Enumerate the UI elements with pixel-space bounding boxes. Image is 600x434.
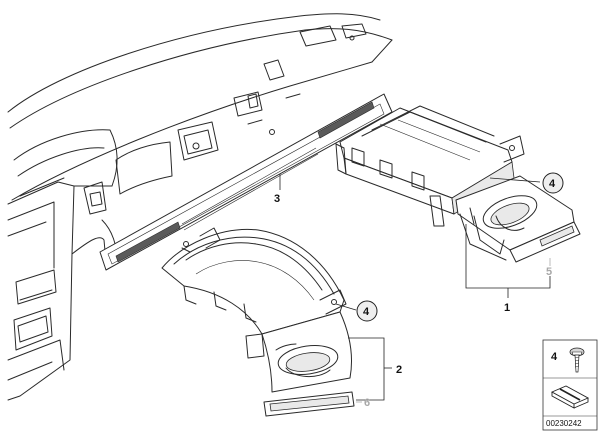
callout-part-3: 3 (274, 193, 280, 205)
callout-leaders (279, 174, 551, 403)
callout-part-4-lower: 4 (356, 300, 378, 322)
doc-number: 00230242 (546, 419, 582, 428)
callout-part-1: 1 (504, 302, 510, 314)
clip-icon (550, 385, 590, 409)
callout-part-6: 6 (364, 397, 370, 409)
callout-part-4-upper: 4 (542, 172, 564, 194)
cup-holder-assembly-part-2 (161, 227, 355, 417)
cup-holder-assembly-part-1 (335, 105, 581, 263)
svg-text:4: 4 (363, 306, 370, 318)
legend-qty: 4 (551, 351, 558, 363)
legend-box: 4 00230242 (542, 339, 598, 431)
callout-part-2: 2 (396, 364, 402, 376)
dashboard-outline (7, 13, 393, 401)
callout-part-5: 5 (546, 266, 552, 278)
svg-text:4: 4 (549, 178, 556, 190)
screw-icon (569, 347, 585, 373)
